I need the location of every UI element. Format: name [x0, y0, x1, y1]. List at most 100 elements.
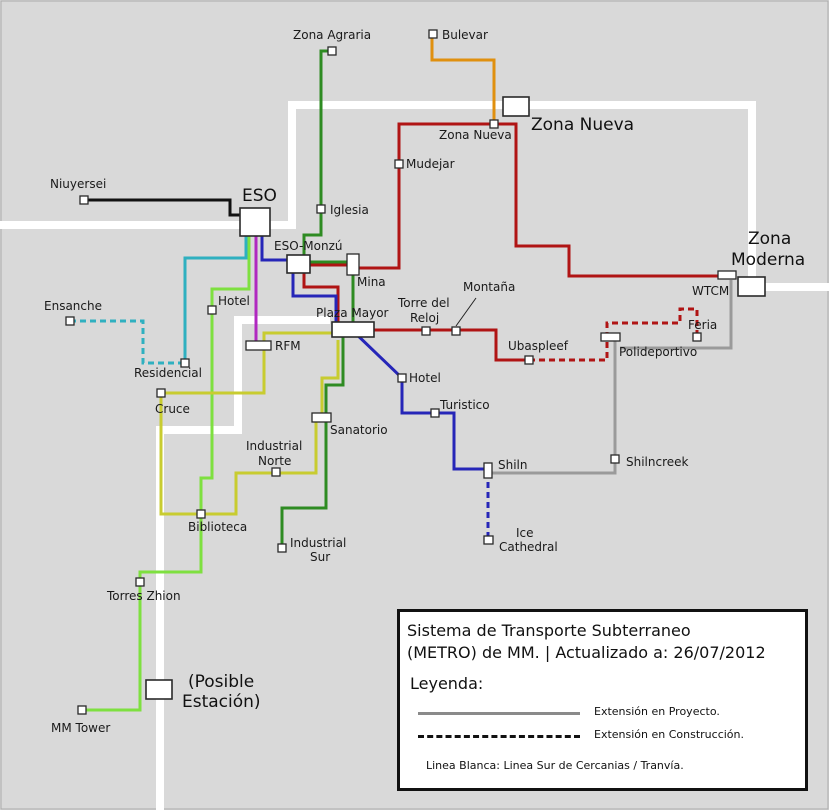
station-wtcm[interactable] [717, 270, 737, 280]
label-mina: Mina [357, 275, 386, 289]
station-polideportivo[interactable] [600, 332, 621, 342]
label-feria: Feria [688, 318, 717, 332]
station-ice-cathedral[interactable] [483, 535, 494, 545]
label-eso: ESO [242, 186, 277, 206]
label-zona-moderna-2: Moderna [731, 250, 805, 270]
label-sanatorio: Sanatorio [330, 423, 388, 437]
station-shilncreek[interactable] [610, 454, 620, 464]
station-industrial-sur[interactable] [277, 543, 287, 553]
station-niuyersei[interactable] [79, 195, 89, 205]
station-zona-agraria[interactable] [327, 46, 337, 56]
station-bulevar[interactable] [428, 29, 438, 39]
station-labels: Zona Agraria Bulevar Zona Nueva Zona Nue… [44, 28, 805, 735]
label-eso-monzu: ESO-Monzú [274, 239, 343, 253]
label-shilncreek: Shilncreek [626, 455, 689, 469]
station-hotel-west[interactable] [207, 305, 217, 315]
label-rfm: RFM [275, 339, 301, 353]
label-industrial-norte-1: Industrial [246, 439, 302, 453]
legend-title-line2: (METRO) de MM. | Actualizado a: 26/07/20… [407, 643, 766, 662]
label-posible-2: Estación) [182, 692, 261, 712]
station-mm-tower[interactable] [77, 705, 87, 715]
legend-title: Sistema de Transporte Subterraneo (METRO… [407, 620, 807, 664]
station-mudejar[interactable] [394, 159, 404, 169]
label-iglesia: Iglesia [330, 203, 369, 217]
legend-box: Sistema de Transporte Subterraneo (METRO… [397, 609, 808, 791]
legend-row-proyecto: Extensión en Proyecto. [418, 705, 798, 721]
montana-leader [455, 297, 477, 327]
label-turistico: Turistico [439, 398, 490, 412]
line-cyan-construction [70, 319, 185, 365]
station-montana[interactable] [451, 326, 461, 336]
station-rfm[interactable] [245, 340, 272, 351]
station-residencial[interactable] [180, 358, 190, 368]
label-torres-zhion: Torres Zhion [106, 589, 181, 603]
station-plaza-mayor[interactable] [331, 321, 375, 338]
station-cruce[interactable] [156, 388, 166, 398]
station-ubaspleef[interactable] [524, 355, 534, 365]
station-torre-reloj[interactable] [421, 326, 431, 336]
station-mina[interactable] [346, 253, 360, 276]
label-hotel-west: Hotel [218, 294, 250, 308]
station-zona-nueva-interchange[interactable] [502, 96, 530, 117]
line-orange [430, 34, 496, 124]
label-zona-nueva-big: Zona Nueva [531, 115, 634, 135]
station-feria[interactable] [692, 332, 702, 342]
label-zona-moderna-1: Zona [748, 229, 791, 249]
label-mm-tower: MM Tower [51, 721, 110, 735]
label-posible-1: (Posible [188, 672, 254, 692]
line-gray-projected [488, 280, 733, 475]
legend-text-construccion: Extensión en Construcción. [594, 728, 745, 741]
line-cyan [183, 232, 248, 363]
legend-heading: Leyenda: [410, 674, 484, 693]
legend-title-line1: Sistema de Transporte Subterraneo [407, 621, 691, 640]
station-ensanche[interactable] [65, 316, 75, 326]
label-wtcm: WTCM [692, 284, 729, 298]
station-eso[interactable] [239, 207, 271, 237]
legend-note: Linea Blanca: Linea Sur de Cercanias / T… [426, 759, 684, 772]
legend-row-construccion: Extensión en Construcción. [418, 728, 798, 744]
label-zona-agraria: Zona Agraria [293, 28, 371, 42]
label-industrial-sur-2: Sur [310, 550, 330, 564]
label-biblioteca: Biblioteca [188, 520, 247, 534]
label-mudejar: Mudejar [406, 157, 455, 171]
label-cruce: Cruce [155, 402, 190, 416]
legend-swatch-proyecto [418, 712, 580, 715]
station-torres-zhion[interactable] [135, 577, 145, 587]
line-lightgreen [82, 236, 251, 712]
station-zona-nueva[interactable] [489, 119, 499, 129]
stations [65, 29, 766, 715]
station-zona-moderna-interchange[interactable] [737, 276, 766, 297]
legend-text-proyecto: Extensión en Proyecto. [594, 705, 720, 718]
line-blue [260, 236, 488, 471]
label-industrial-sur-1: Industrial [290, 536, 346, 550]
station-turistico[interactable] [430, 408, 440, 418]
label-residencial: Residencial [134, 366, 202, 380]
label-ice-cathedral-1: Ice [516, 526, 534, 540]
label-niuyersei: Niuyersei [50, 177, 106, 191]
label-industrial-norte-2: Norte [258, 454, 291, 468]
label-zona-nueva: Zona Nueva [439, 128, 512, 142]
station-industrial-norte[interactable] [271, 467, 281, 477]
label-torre-reloj-1: Torre del [397, 296, 450, 310]
label-polideportivo: Polideportivo [619, 345, 697, 359]
label-bulevar: Bulevar [442, 28, 488, 42]
station-eso-monzu[interactable] [286, 254, 311, 274]
label-ubaspleef: Ubaspleef [508, 339, 569, 353]
station-shiln[interactable] [483, 462, 493, 479]
station-sanatorio[interactable] [311, 412, 332, 423]
station-biblioteca[interactable] [196, 509, 206, 519]
station-posible-estacion[interactable] [145, 679, 173, 700]
label-ensanche: Ensanche [44, 299, 102, 313]
label-ice-cathedral-2: Cathedral [499, 540, 558, 554]
label-montana: Montaña [463, 280, 515, 294]
label-plaza-mayor: Plaza Mayor [316, 306, 389, 320]
label-shiln: Shiln [498, 458, 528, 472]
station-hotel-east[interactable] [397, 373, 407, 383]
line-yellow-sanatorio [320, 340, 340, 418]
station-iglesia[interactable] [316, 204, 326, 214]
line-yellow [159, 331, 338, 516]
label-torre-reloj-2: Reloj [410, 311, 439, 325]
legend-swatch-construccion [418, 735, 580, 738]
label-hotel-east: Hotel [409, 371, 441, 385]
